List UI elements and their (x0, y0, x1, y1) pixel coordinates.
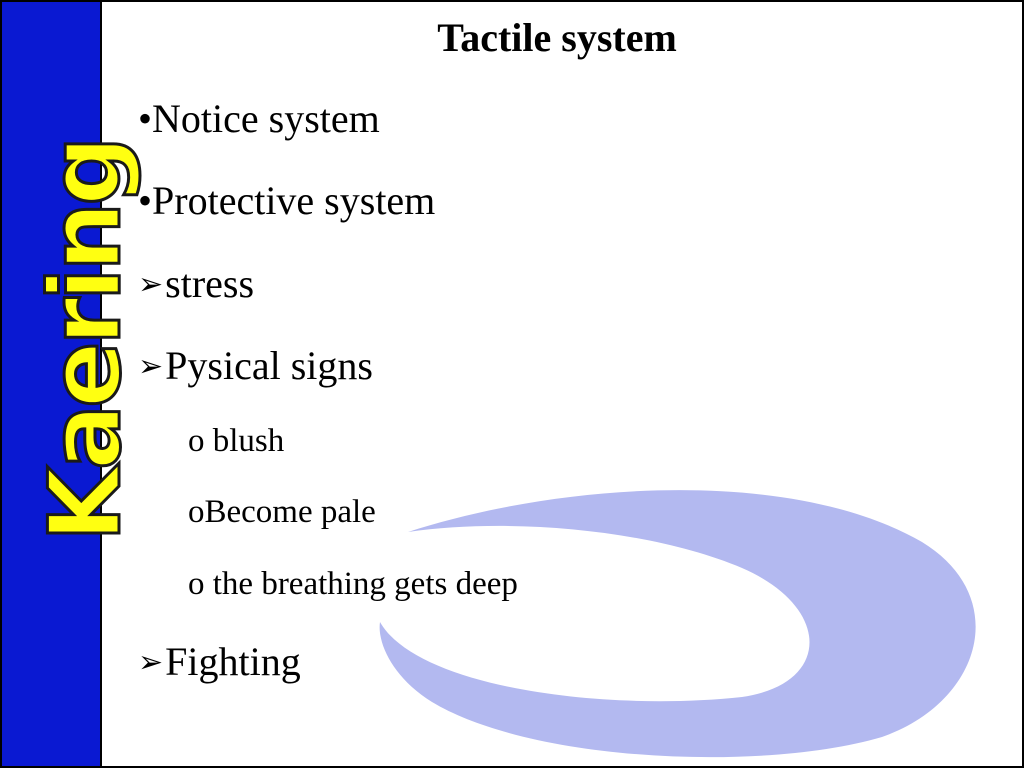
bullet: • (138, 96, 153, 141)
sub-list-item: o the breathing gets deep (188, 565, 518, 603)
arrow-bullet-icon: ➢ (138, 349, 164, 384)
bullet: o (188, 566, 205, 602)
sub-list-item: o blush (188, 422, 284, 460)
slide-title: Tactile system (437, 15, 677, 60)
list-item: ➢stress (138, 261, 254, 308)
list-item: ➢Fighting (138, 639, 301, 686)
sub-list-item: oBecome pale (188, 493, 376, 531)
list-item-text: blush (204, 423, 285, 459)
arrow-bullet-icon: ➢ (138, 645, 164, 680)
list-item-text: Pysical signs (165, 343, 373, 388)
list-item-text: Notice system (152, 96, 380, 141)
bullet: • (138, 178, 153, 223)
list-item-text: the breathing gets deep (204, 566, 518, 602)
sidebar: Kaering (2, 2, 145, 766)
list-item-text: Protective system (152, 178, 436, 223)
list-item: •Protective system (138, 178, 435, 224)
list-item-text: stress (165, 261, 255, 306)
bullet: o (188, 423, 205, 459)
swoosh-graphic (379, 490, 976, 758)
list-item-text: Become pale (204, 494, 376, 530)
list-item: •Notice system (138, 96, 380, 142)
list-item-text: Fighting (165, 639, 301, 684)
kaering-logo: Kaering (28, 138, 145, 543)
list-item: ➢Pysical signs (138, 343, 373, 390)
bullet: o (188, 494, 205, 530)
arrow-bullet-icon: ➢ (138, 267, 164, 302)
